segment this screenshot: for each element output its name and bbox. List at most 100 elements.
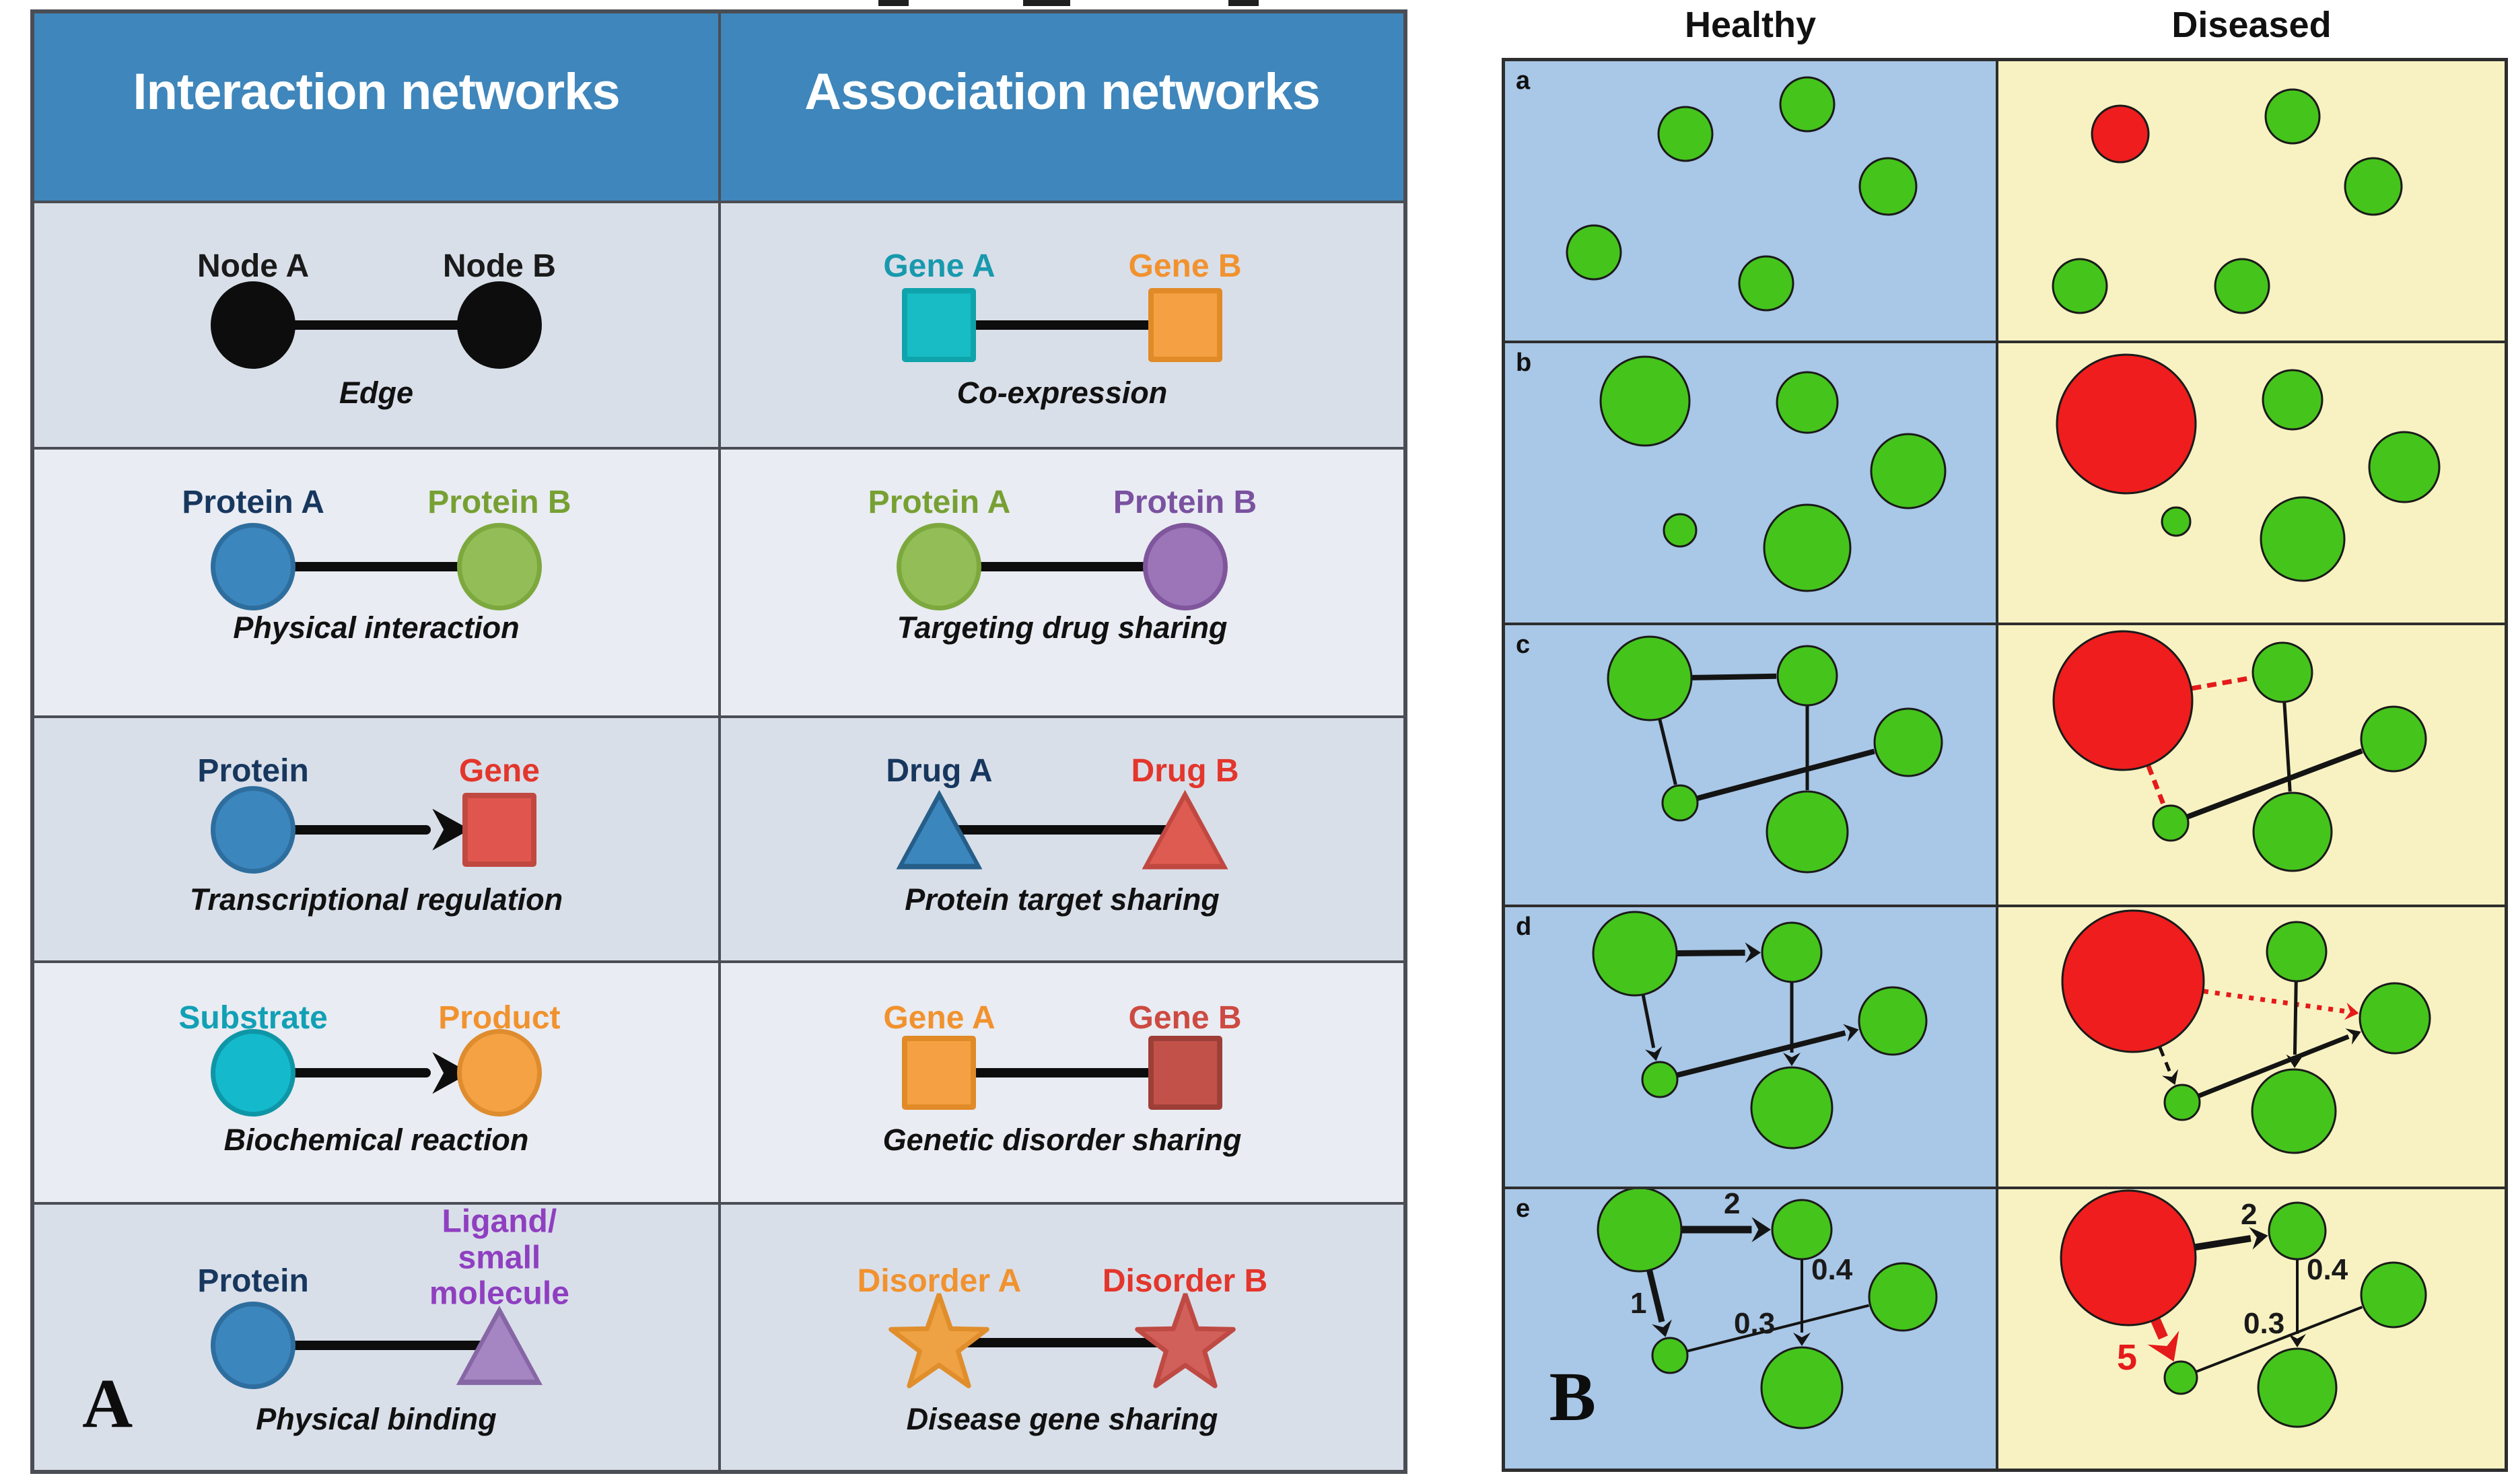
protein-a-circle-icon (211, 522, 296, 610)
cell-physical-binding: A Protein Ligand/ small molecule Physica… (34, 1205, 718, 1470)
row-letter: d (1516, 913, 1532, 941)
protein-b-label: Protein B (1113, 485, 1257, 521)
edge-line (946, 1068, 1179, 1078)
substrate-circle-icon (211, 1029, 296, 1117)
gene-a-square-icon (902, 288, 977, 362)
edge-line (260, 1340, 493, 1350)
cell-targeting-drug-sharing: Protein A Protein B Targeting drug shari… (721, 450, 1403, 715)
protein-a-circle-icon (897, 522, 982, 610)
cell-caption: Targeting drug sharing (897, 610, 1228, 645)
cell-physical-interaction: Protein A Protein B Physical interaction (34, 450, 718, 715)
cell-disease-gene-sharing: Disorder A Disorder B Disease gene shari… (721, 1205, 1403, 1470)
gene-square-icon (462, 792, 536, 867)
drug-a-label: Drug A (886, 753, 993, 789)
protein-b-label: Protein B (427, 485, 571, 521)
gene-b-square-icon (1148, 1036, 1222, 1110)
svg-text:2: 2 (2241, 1198, 2257, 1231)
edge-line (946, 320, 1179, 330)
protein-circle-icon (211, 785, 296, 874)
panel-b-letter: B (1549, 1358, 1596, 1436)
panel-a-table: Interaction networks Association network… (30, 9, 1407, 1474)
network-c-healthy: c (1505, 625, 1996, 905)
cell-protein-target-sharing: Drug A Drug B Protein target sharing (721, 718, 1403, 960)
healthy-column-header: Healthy (1684, 5, 1817, 45)
svg-text:0.3: 0.3 (1734, 1307, 1775, 1340)
network-b-diseased (1998, 343, 2505, 623)
crop-artifact (1228, 0, 1259, 6)
ligand-small-molecule-label: Ligand/ small molecule (429, 1205, 569, 1312)
network-d-healthy: d (1505, 907, 1996, 1187)
cell-caption: Transcriptional regulation (189, 882, 563, 917)
gene-a-label: Gene A (883, 999, 996, 1036)
edge-line (946, 561, 1179, 571)
svg-text:2: 2 (1724, 1189, 1740, 1220)
cell-caption: Genetic disorder sharing (882, 1122, 1242, 1157)
edge-line (260, 320, 493, 330)
cell-transcriptional-regulation: Protein Gene Transcriptional regulation (34, 718, 718, 960)
product-circle-icon (456, 1029, 542, 1117)
disorder-a-label: Disorder A (857, 1263, 1022, 1300)
cell-caption: Physical binding (256, 1402, 497, 1437)
disorder-b-label: Disorder B (1102, 1263, 1268, 1300)
cell-caption: Protein target sharing (905, 882, 1220, 917)
cell-caption: Edge (339, 376, 414, 411)
gene-a-label: Gene A (883, 248, 996, 285)
svg-text:5: 5 (2117, 1337, 2137, 1378)
column-header: Interaction networks (133, 63, 620, 120)
network-d-diseased (1998, 907, 2505, 1187)
protein-label: Protein (197, 753, 309, 789)
disorder-a-star-icon (888, 1292, 990, 1392)
cell-co-expression: Gene A Gene B Co-expression (721, 203, 1403, 447)
network-b-healthy: b (1505, 343, 1996, 623)
edge-line (946, 824, 1179, 835)
protein-b-circle-icon (1142, 522, 1228, 610)
row-letter: c (1516, 631, 1531, 659)
gene-b-label: Gene B (1128, 248, 1242, 285)
row-letter: b (1516, 349, 1532, 377)
svg-text:0.4: 0.4 (1811, 1253, 1853, 1286)
drug-b-triangle-icon (1142, 789, 1228, 870)
gene-a-square-icon (902, 1036, 977, 1110)
edge-arrow-line (260, 824, 431, 835)
svg-text:0.3: 0.3 (2243, 1307, 2284, 1340)
gene-label: Gene (458, 753, 540, 789)
row-letter: a (1516, 67, 1531, 95)
network-a-healthy: a (1505, 61, 1996, 341)
drug-a-triangle-icon (896, 789, 983, 870)
row-letter: e (1516, 1195, 1531, 1223)
node-a-label: Node A (197, 248, 310, 285)
panel-b-grid: a b c d e B 2 1 0.4 0.3 (1502, 58, 2508, 1472)
protein-a-label: Protein A (182, 485, 324, 521)
edge-arrow-line (260, 1068, 431, 1078)
network-e-healthy: e B 2 1 0.4 0.3 (1505, 1189, 1996, 1469)
ligand-triangle-icon (456, 1305, 543, 1385)
gene-b-label: Gene B (1128, 999, 1242, 1036)
cell-edge: Node A Node B Edge (34, 203, 718, 447)
drug-b-label: Drug B (1131, 753, 1239, 789)
edge-line (946, 1337, 1179, 1347)
node-b-label: Node B (442, 248, 556, 285)
cell-genetic-disorder-sharing: Gene A Gene B Genetic disorder sharing (721, 963, 1403, 1202)
protein-a-label: Protein A (868, 485, 1011, 521)
diseased-column-header: Diseased (2171, 5, 2332, 45)
network-e-diseased: 2 5 0.4 0.3 (1998, 1189, 2505, 1469)
cell-caption: Disease gene sharing (906, 1402, 1218, 1437)
network-c-diseased (1998, 625, 2505, 905)
panel-a-letter: A (82, 1365, 133, 1443)
svg-text:1: 1 (1630, 1287, 1646, 1320)
protein-circle-icon (211, 1301, 296, 1389)
cell-caption: Physical interaction (233, 610, 520, 645)
crop-artifact (878, 0, 909, 6)
edge-line (260, 561, 493, 571)
protein-label: Protein (197, 1263, 309, 1300)
svg-text:0.4: 0.4 (2307, 1253, 2348, 1286)
header-cell-interaction-networks: Interaction networks (34, 13, 718, 201)
cell-caption: Co-expression (956, 376, 1168, 411)
column-header: Association networks (804, 63, 1321, 120)
crop-artifact (1023, 0, 1070, 6)
cell-biochemical-reaction: Substrate Product Biochemical reaction (34, 963, 718, 1202)
network-a-diseased (1998, 61, 2505, 341)
gene-b-square-icon (1148, 288, 1222, 362)
disorder-b-star-icon (1134, 1292, 1236, 1392)
